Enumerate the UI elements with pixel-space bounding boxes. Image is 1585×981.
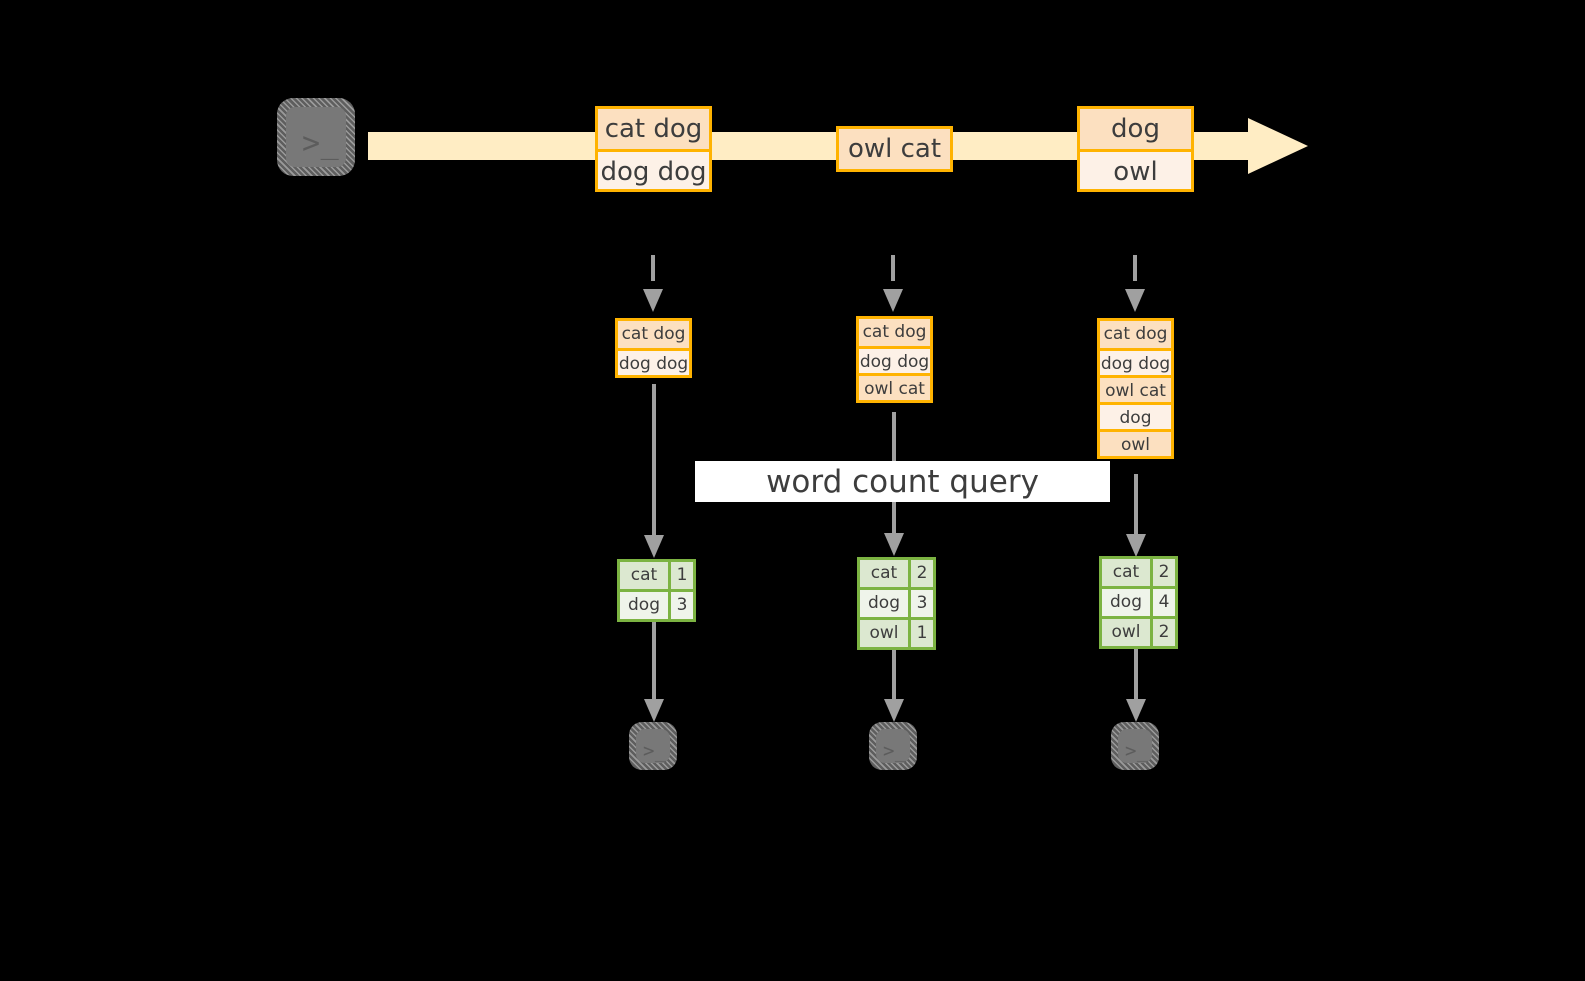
word-cell: dog [860, 590, 908, 617]
query-banner-label: word count query [766, 463, 1039, 500]
table-row[interactable]: owl 1 [860, 617, 933, 647]
count-cell: 2 [1150, 559, 1175, 586]
table-row[interactable]: cat 1 [620, 562, 693, 589]
record-line: owl cat [839, 129, 950, 169]
sink-arrow-2 [884, 649, 904, 722]
table-row[interactable]: dog 4 [1102, 586, 1175, 616]
terminal-face [636, 729, 670, 763]
terminal-face [1118, 729, 1152, 763]
count-cell: 1 [908, 620, 933, 647]
sink-arrow-3 [1126, 648, 1146, 722]
word-cell: cat [1102, 559, 1150, 586]
stream-record-3[interactable]: dog owl [1077, 106, 1194, 192]
terminal-face [286, 107, 346, 167]
word-cell: dog [620, 592, 668, 619]
stream-record-2[interactable]: owl cat [836, 126, 953, 172]
query-banner: word count query [695, 461, 1110, 502]
feed-arrow-2 [883, 255, 903, 312]
count-cell: 3 [668, 592, 693, 619]
word-cell: owl [1102, 619, 1150, 646]
query-arrow-3 [1126, 474, 1146, 557]
feed-arrow-1 [643, 255, 663, 312]
sink-terminal-1-icon[interactable]: >_ [629, 722, 677, 770]
sink-terminal-2-icon[interactable]: >_ [869, 722, 917, 770]
record-line: dog dog [598, 149, 709, 189]
terminal-face [876, 729, 910, 763]
table-row[interactable]: cat 2 [860, 560, 933, 587]
result-table-1[interactable]: cat 1 dog 3 [617, 559, 696, 622]
terminal-prompt-glyph: >_ [302, 126, 340, 161]
accumulated-line: owl cat [1100, 375, 1171, 402]
accumulated-line: dog dog [1100, 348, 1171, 375]
accumulated-state-2[interactable]: cat dog dog dog owl cat [856, 316, 933, 403]
accumulated-state-1[interactable]: cat dog dog dog [615, 318, 692, 378]
table-row[interactable]: cat 2 [1102, 559, 1175, 586]
table-row[interactable]: dog 3 [860, 587, 933, 617]
accumulated-state-3[interactable]: cat dog dog dog owl cat dog owl [1097, 318, 1174, 459]
record-line: dog [1080, 109, 1191, 149]
table-row[interactable]: dog 3 [620, 589, 693, 619]
word-cell: cat [860, 560, 908, 587]
count-cell: 3 [908, 590, 933, 617]
result-table-2[interactable]: cat 2 dog 3 owl 1 [857, 557, 936, 650]
count-cell: 1 [668, 562, 693, 589]
count-cell: 2 [908, 560, 933, 587]
terminal-prompt-glyph: >_ [643, 740, 667, 762]
accumulated-line: cat dog [618, 321, 689, 348]
table-row[interactable]: owl 2 [1102, 616, 1175, 646]
word-cell: cat [620, 562, 668, 589]
word-cell: owl [860, 620, 908, 647]
feed-arrow-3 [1125, 255, 1145, 312]
accumulated-line: dog dog [618, 348, 689, 375]
accumulated-line: dog [1100, 402, 1171, 429]
record-line: owl [1080, 149, 1191, 189]
terminal-prompt-glyph: >_ [1125, 740, 1149, 762]
query-arrow-1 [644, 384, 664, 558]
source-terminal-icon[interactable]: >_ [277, 98, 355, 176]
sink-arrow-1 [644, 621, 664, 722]
accumulated-line: owl [1100, 429, 1171, 456]
result-table-3[interactable]: cat 2 dog 4 owl 2 [1099, 556, 1178, 649]
word-cell: dog [1102, 589, 1150, 616]
accumulated-line: owl cat [859, 373, 930, 400]
count-cell: 2 [1150, 619, 1175, 646]
accumulated-line: cat dog [859, 319, 930, 346]
count-cell: 4 [1150, 589, 1175, 616]
record-line: cat dog [598, 109, 709, 149]
accumulated-line: cat dog [1100, 321, 1171, 348]
stream-record-1[interactable]: cat dog dog dog [595, 106, 712, 192]
accumulated-line: dog dog [859, 346, 930, 373]
terminal-prompt-glyph: >_ [883, 740, 907, 762]
sink-terminal-3-icon[interactable]: >_ [1111, 722, 1159, 770]
